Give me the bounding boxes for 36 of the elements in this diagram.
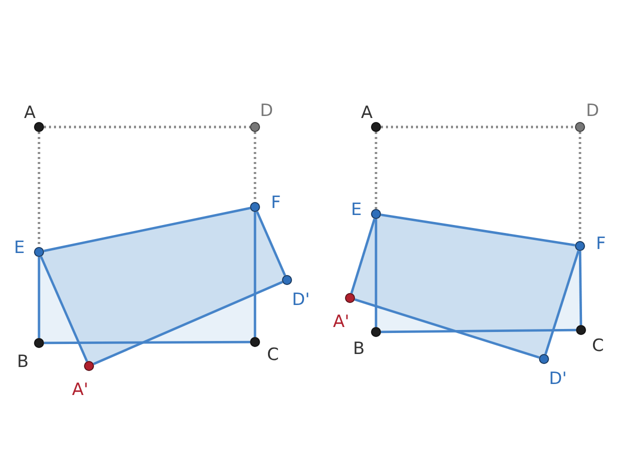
dotted-line <box>38 132 40 247</box>
dotted-line <box>44 126 250 128</box>
dotted-line <box>374 132 378 209</box>
point-label: A' <box>333 313 350 331</box>
point-label: F <box>271 194 281 212</box>
dotted-line <box>578 132 582 241</box>
line-segment <box>544 250 580 355</box>
point-label: D' <box>549 370 567 388</box>
point-label: A' <box>72 381 88 399</box>
line-segment <box>380 214 576 246</box>
dotted-line <box>381 126 575 128</box>
point-label: E <box>14 239 25 257</box>
point-label: C <box>267 346 279 364</box>
line-segment <box>44 206 250 252</box>
point-label: C <box>592 337 604 355</box>
point-label: A <box>361 104 373 122</box>
point-label: A <box>24 104 36 122</box>
point-label: B <box>17 353 29 371</box>
line-segment <box>578 250 582 326</box>
point-label: D <box>586 102 600 120</box>
dotted-line <box>254 132 256 202</box>
line-segment <box>38 257 40 338</box>
line-segment <box>93 280 283 366</box>
point-label: B <box>353 340 365 358</box>
line-segment <box>374 219 378 327</box>
line-segment <box>44 340 250 344</box>
line-segment <box>254 212 256 337</box>
point-label: D' <box>292 291 310 309</box>
line-segment <box>256 211 286 276</box>
line-segment <box>350 218 376 294</box>
line-segment <box>40 256 88 362</box>
line-segment <box>380 328 576 334</box>
line-segment <box>354 298 540 359</box>
point-label: F <box>596 235 606 253</box>
point-label: E <box>351 201 362 219</box>
point-label: D <box>260 102 274 120</box>
